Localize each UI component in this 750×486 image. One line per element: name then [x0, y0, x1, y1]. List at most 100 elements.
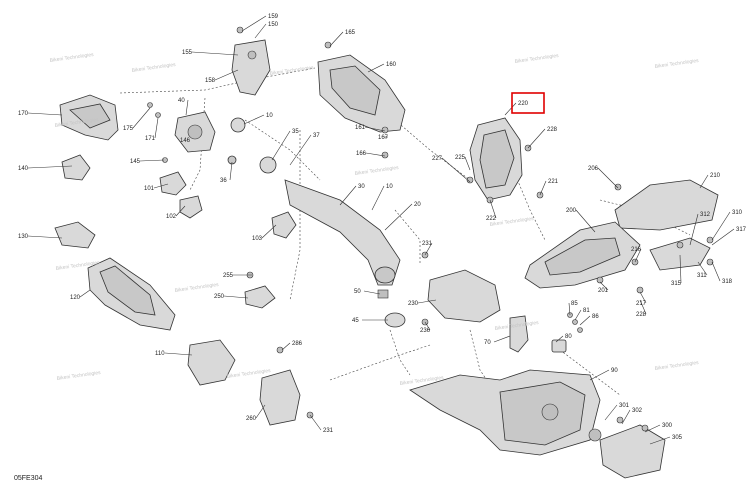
- leader-line: [568, 302, 571, 316]
- callout-label: 170: [18, 111, 29, 117]
- callout-label: 110: [155, 351, 165, 357]
- leader-line: [27, 235, 63, 239]
- leader-line: [464, 156, 471, 171]
- heat-shield-220: [469, 117, 523, 201]
- callout-label: 228: [636, 312, 647, 318]
- leader-line: [79, 289, 91, 298]
- callout-label: 216: [631, 247, 642, 253]
- callout-label: 310: [732, 210, 743, 216]
- callout-label: 210: [710, 173, 721, 179]
- callout-label: 165: [345, 30, 356, 36]
- clamp-50: [377, 289, 389, 299]
- watermark-text: Bikeni Technologies: [131, 62, 176, 74]
- leader-line: [604, 404, 618, 421]
- leader-line: [339, 185, 357, 206]
- leader-line: [139, 159, 165, 162]
- leader-line: [254, 23, 267, 39]
- leader-line: [363, 290, 381, 295]
- callout-label: 302: [632, 408, 643, 414]
- leader-line: [281, 342, 291, 351]
- gaskets-10-35: [227, 117, 277, 174]
- tailpipe-300: [588, 424, 666, 479]
- leader-line: [153, 183, 169, 189]
- callout-label: 317: [736, 227, 747, 233]
- callout-label: 30: [358, 184, 365, 190]
- leader-line: [699, 174, 709, 189]
- leader-line: [574, 309, 582, 321]
- callout-label: 146: [180, 138, 191, 144]
- shield-103: [271, 211, 297, 239]
- leader-line: [493, 335, 511, 343]
- leader-line: [639, 291, 647, 304]
- callout-label: 10: [266, 113, 273, 119]
- leader-line: [261, 224, 277, 239]
- bracket-150: [231, 39, 271, 96]
- callout-label: 312: [700, 212, 711, 218]
- callout-label: 201: [598, 288, 609, 294]
- heat-shield-230: [427, 269, 501, 323]
- leader-line: [191, 51, 239, 56]
- watermark-text: Bikeni Technologies: [56, 370, 101, 382]
- callout-label: 161: [355, 125, 366, 131]
- leader-line: [223, 295, 249, 299]
- leader-line: [621, 409, 631, 425]
- watermark-text: Bikeni Technologies: [49, 52, 94, 64]
- callout-label: 140: [18, 166, 29, 172]
- callout-label: 120: [70, 295, 81, 301]
- leader-line: [579, 315, 591, 326]
- leader-line: [424, 321, 431, 331]
- watermark-text: Bikeni Technologies: [354, 165, 399, 177]
- sensor-101: [159, 171, 187, 196]
- heat-shield-210: [614, 179, 719, 231]
- callout-label: 103: [252, 236, 263, 242]
- leader-line: [241, 15, 267, 32]
- callout-label: 318: [722, 279, 733, 285]
- leader-line: [644, 424, 661, 433]
- bracket-110: [187, 339, 236, 386]
- callout-label: 286: [292, 341, 303, 347]
- callout-label: 200: [566, 208, 577, 214]
- callout-label: 311: [697, 273, 707, 279]
- leader-line: [527, 128, 546, 149]
- leader-line: [164, 352, 193, 356]
- watermark-text: Bikeni Technologies: [514, 53, 559, 65]
- bracket-250: [244, 285, 276, 309]
- heat-shield-312: [649, 237, 711, 271]
- callout-label: 227: [432, 156, 443, 162]
- callout-label: 90: [611, 368, 618, 374]
- leader-line: [371, 185, 385, 211]
- callout-label: 20: [414, 202, 421, 208]
- leader-line: [639, 299, 647, 315]
- callout-label: 150: [268, 22, 279, 28]
- leader-line: [599, 281, 609, 291]
- manifold-40: [174, 111, 216, 153]
- callout-label: 231: [422, 241, 433, 247]
- leader-line: [289, 134, 312, 166]
- callout-label: 250: [214, 294, 225, 300]
- sensor-70: [509, 315, 529, 353]
- watermark-text: Bikeni Technologies: [269, 65, 314, 77]
- callout-leaders: [27, 15, 735, 445]
- heat-shield-130: [54, 221, 96, 249]
- leader-line: [214, 69, 239, 81]
- sensor-102: [179, 195, 203, 219]
- callout-label: 70: [484, 340, 491, 346]
- heat-shield-160: [317, 54, 406, 133]
- hanger-80: [551, 339, 567, 353]
- leader-line: [555, 335, 564, 343]
- heat-shield-200: [524, 221, 641, 289]
- callout-label: 85: [571, 301, 578, 307]
- highlight-box: [511, 92, 545, 114]
- callout-label: 228: [547, 127, 558, 133]
- callout-label: 10: [386, 184, 393, 190]
- callout-label: 145: [130, 159, 141, 165]
- callout-label: 130: [18, 234, 29, 240]
- callout-label: 315: [671, 281, 682, 287]
- leader-line: [364, 126, 386, 132]
- callout-label: 35: [292, 129, 299, 135]
- watermark-text: Bikeni Technologies: [654, 58, 699, 70]
- callout-label: 36: [220, 178, 227, 184]
